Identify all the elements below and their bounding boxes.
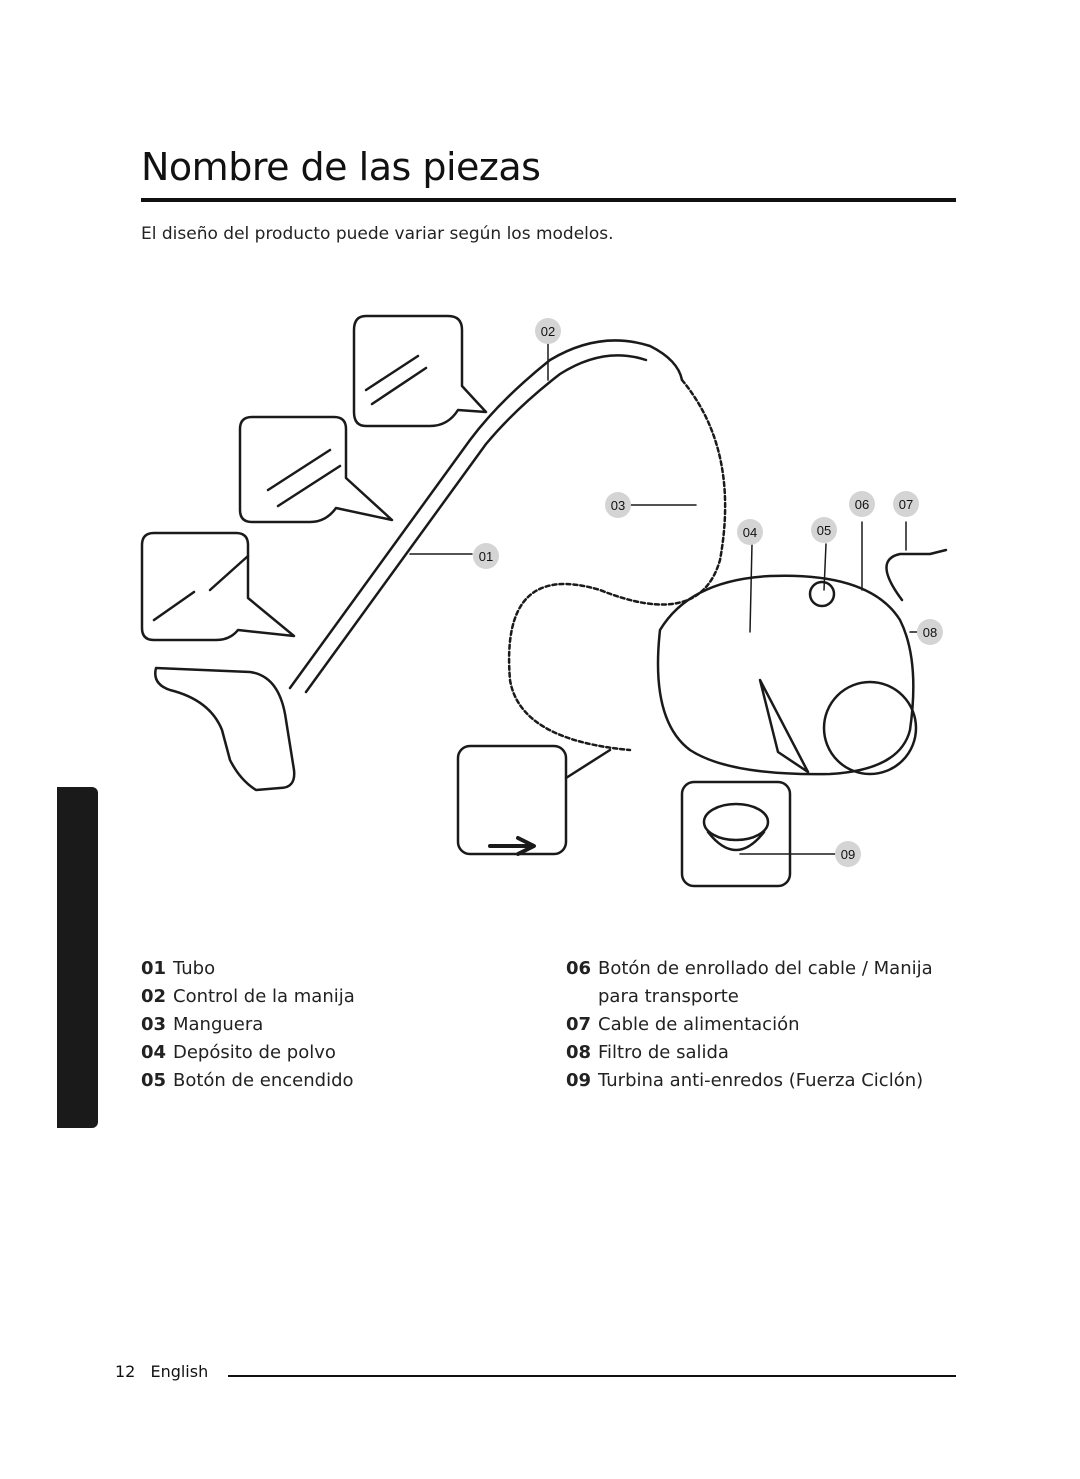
svg-text:07: 07 (899, 497, 913, 512)
tube-illustration (288, 339, 684, 690)
svg-text:06: 06 (855, 497, 869, 512)
svg-text:08: 08 (923, 625, 937, 640)
svg-text:03: 03 (611, 498, 625, 513)
vacuum-diagram: 02 03 01 04 05 06 07 08 (140, 314, 948, 888)
callout-04: 04 (737, 519, 763, 545)
page-title: Nombre de las piezas (141, 145, 541, 189)
page-number: 12 (115, 1362, 136, 1381)
callout-01: 01 (473, 543, 499, 569)
inset-tube-length (238, 415, 394, 524)
section-tab (57, 787, 98, 1128)
inset-tube-release (140, 531, 296, 642)
subtitle: El diseño del producto puede variar segú… (141, 224, 614, 244)
callout-02: 02 (535, 318, 561, 344)
svg-text:04: 04 (743, 525, 757, 540)
footer-language: English (150, 1362, 209, 1381)
inset-hose-connector (456, 744, 568, 856)
footer: 12 English (115, 1362, 208, 1381)
svg-text:09: 09 (841, 847, 855, 862)
hose-illustration (507, 378, 727, 752)
svg-text:01: 01 (479, 549, 493, 564)
callout-07: 07 (893, 491, 919, 517)
footer-rule (228, 1375, 956, 1377)
floor-nozzle-illustration (154, 666, 296, 792)
vacuum-body-illustration (656, 574, 915, 776)
power-cord-illustration (885, 548, 948, 602)
inset-handle-top (352, 314, 488, 428)
svg-text:05: 05 (817, 523, 831, 538)
title-rule (141, 198, 956, 202)
callout-08: 08 (917, 619, 943, 645)
callout-06: 06 (849, 491, 875, 517)
svg-text:02: 02 (541, 324, 555, 339)
callout-03: 03 (605, 492, 631, 518)
callout-09: 09 (835, 841, 861, 867)
callout-05: 05 (811, 517, 837, 543)
callout-markers: 02 03 01 04 05 06 07 08 (473, 318, 943, 867)
inset-filter (680, 780, 792, 888)
